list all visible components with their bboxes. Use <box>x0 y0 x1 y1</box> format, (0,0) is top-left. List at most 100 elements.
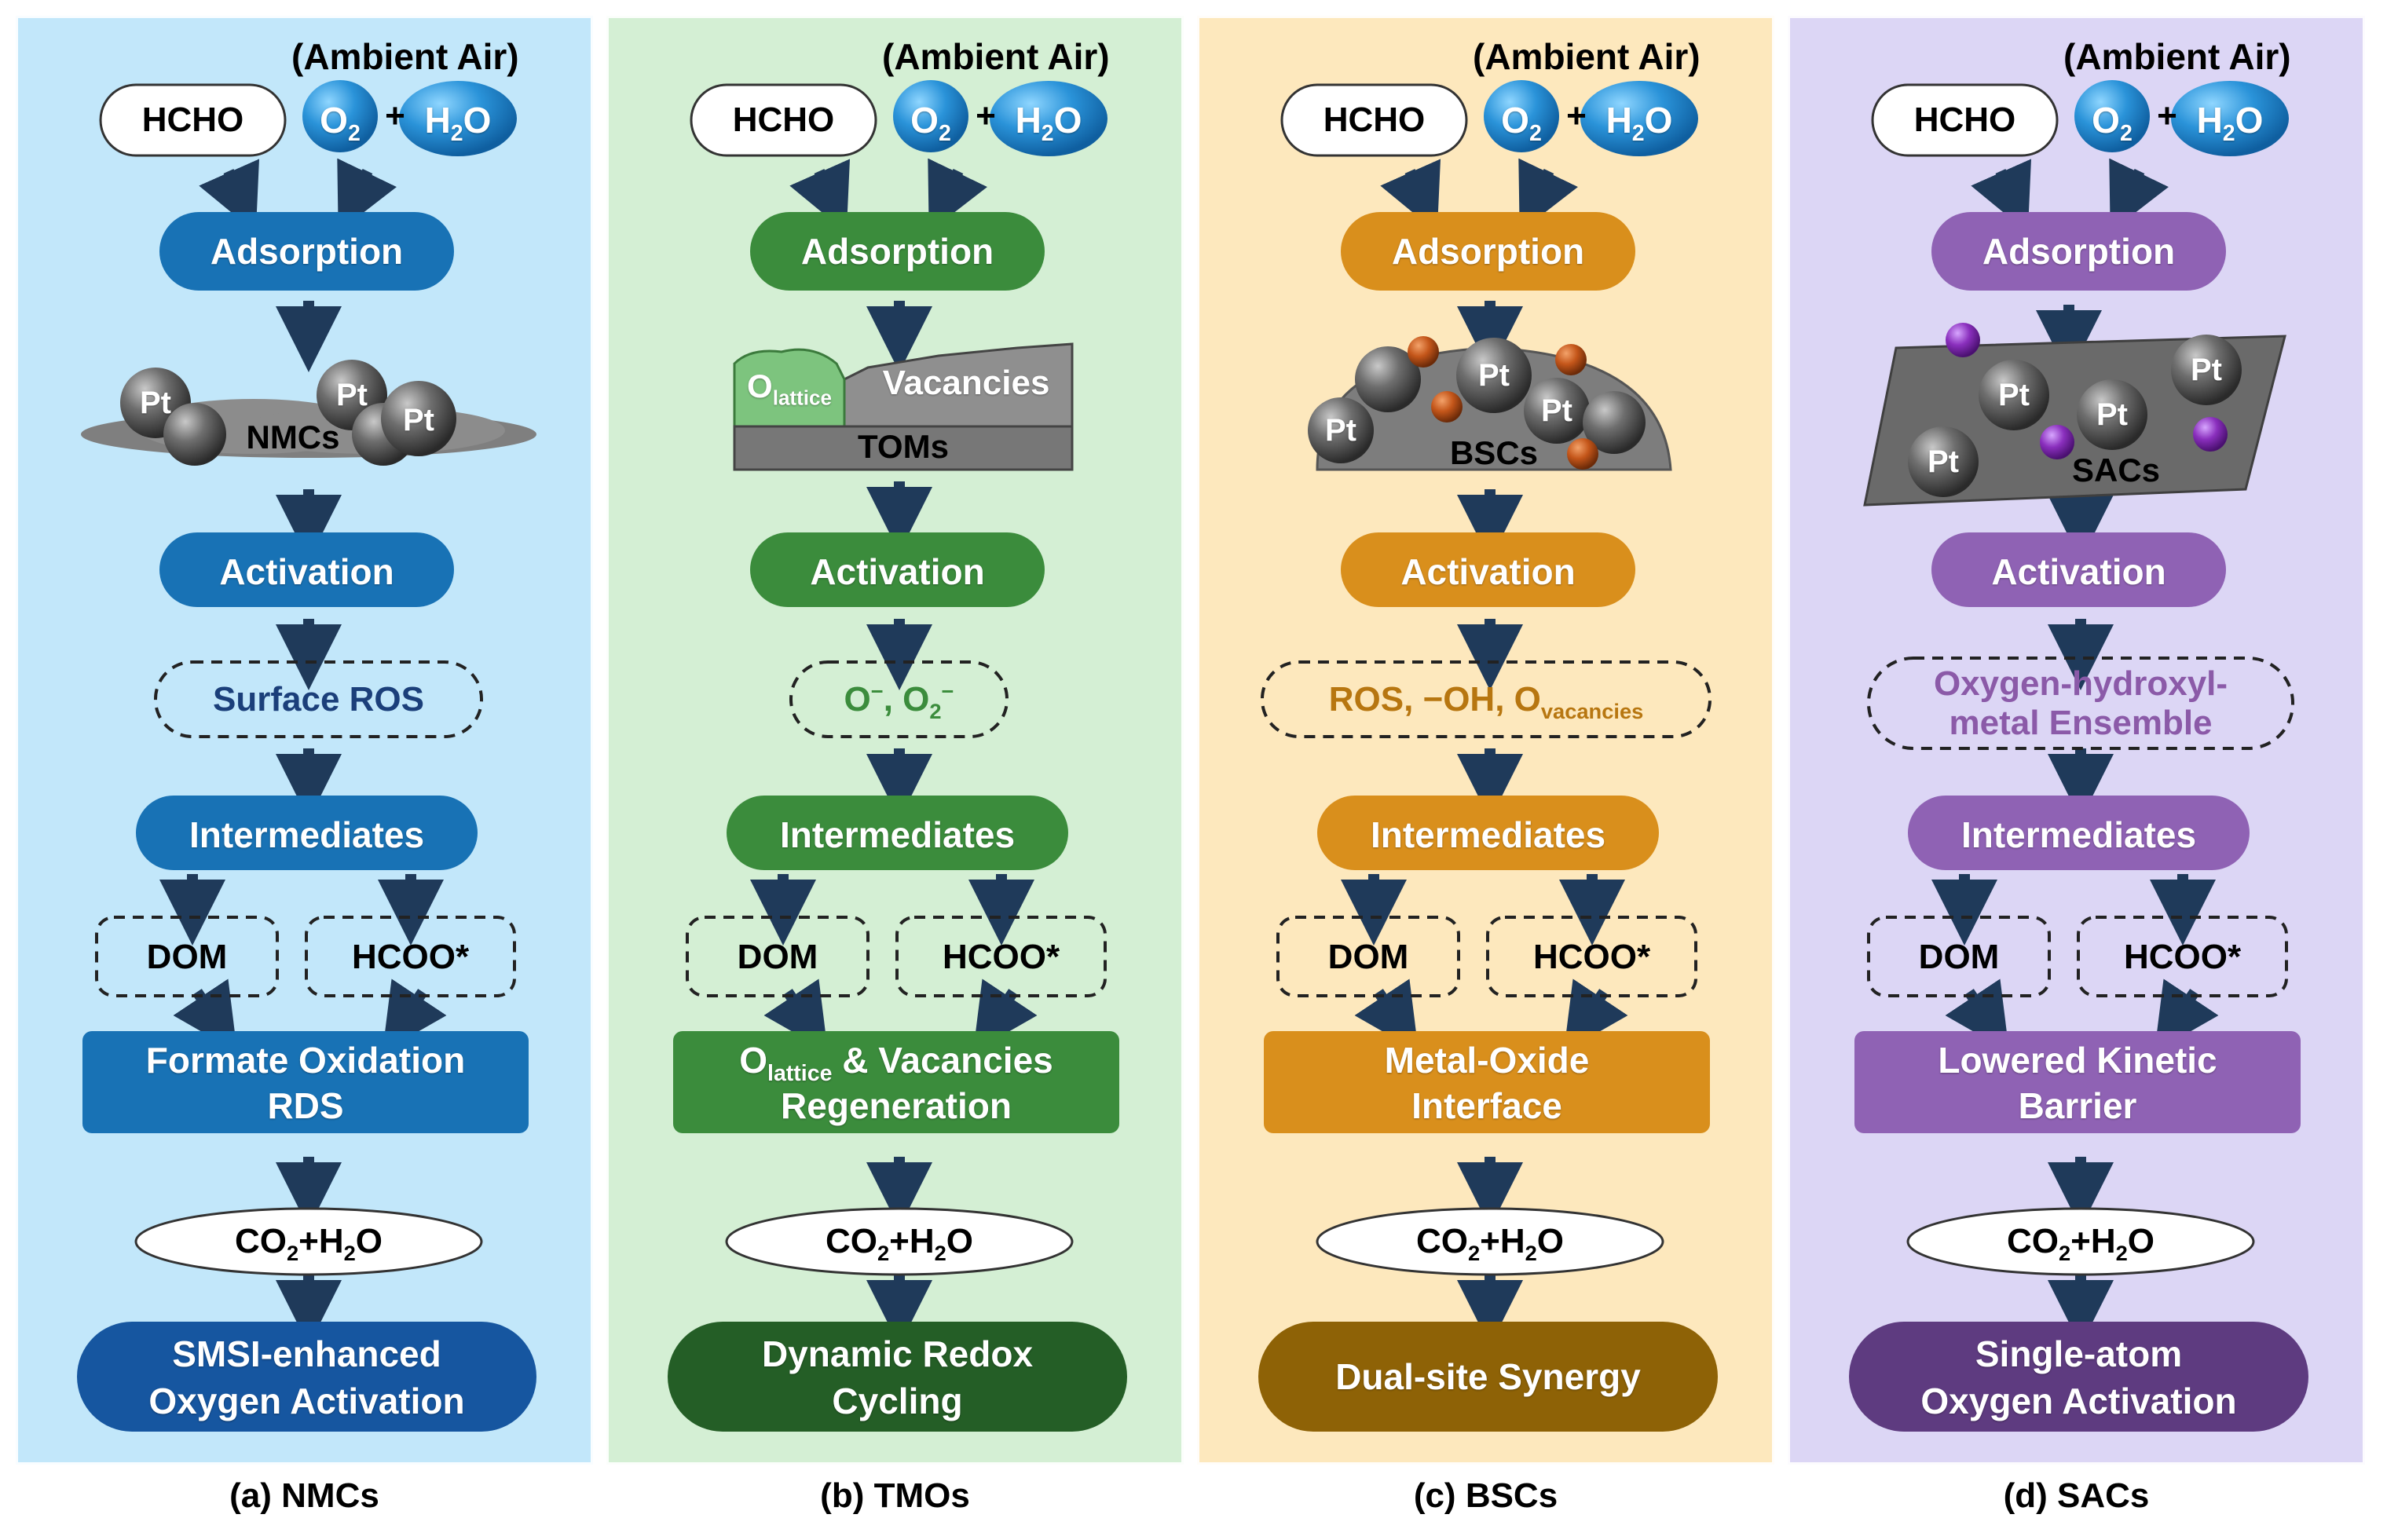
caption-tmos: (b) TMOs <box>820 1476 970 1515</box>
panel-tmos: (Ambient Air) HCHO O2 + H2O Adsorption O… <box>606 16 1184 1465</box>
plus-label: + <box>976 97 996 135</box>
adsorption-label: Adsorption <box>800 231 994 272</box>
pt-label: Pt <box>140 386 171 420</box>
hcoo-box <box>305 916 516 997</box>
o2-label: O2 <box>910 100 951 147</box>
intermediates-label: Intermediates <box>779 814 1016 855</box>
pt-label: Pt <box>2191 353 2222 387</box>
final-label-1: Dynamic Redox <box>761 1333 1034 1374</box>
hcoo-label: HCOO* <box>1532 938 1651 976</box>
h2o-ball <box>399 81 517 156</box>
hcoo-label: HCOO* <box>351 938 470 976</box>
pt-label: Pt <box>1928 444 1959 479</box>
dom-box <box>95 916 279 997</box>
step-label-1: Olattice & Vacancies <box>739 1040 1053 1087</box>
intermediates-label: Intermediates <box>189 814 425 855</box>
pt-label: Pt <box>1998 378 2030 412</box>
panel-bscs: (Ambient Air) HCHO O2 + H2O Adsorption P… <box>1197 16 1774 1465</box>
flow-diagram-nmcs <box>77 80 536 1432</box>
step-label-2: RDS <box>267 1085 344 1126</box>
dom-label: DOM <box>1918 938 2000 976</box>
o2-label: O2 <box>2092 100 2133 147</box>
step-label-2: Barrier <box>2018 1085 2137 1126</box>
caption-nmcs: (a) NMCs <box>229 1476 379 1515</box>
final-label-1: Dual-site Synergy <box>1335 1356 1641 1397</box>
intermediates-label: Intermediates <box>1370 814 1606 855</box>
ambient-air-label: (Ambient Air) <box>2063 36 2291 77</box>
lattice-region <box>733 348 846 432</box>
hcoo-label: HCOO* <box>942 938 1060 976</box>
intermediates-pill <box>136 796 478 870</box>
dom-label: DOM <box>1327 938 1409 976</box>
h2o-label: H2O <box>424 100 492 147</box>
vacancies-label: Vacancies <box>882 364 1050 402</box>
caption-sacs: (d) SACs <box>2003 1476 2150 1515</box>
o2-label: O2 <box>1501 100 1542 147</box>
pt-label: Pt <box>2096 397 2128 432</box>
step-label-1: Metal-Oxide <box>1384 1040 1590 1081</box>
dom-label: DOM <box>146 938 228 976</box>
flow-diagram-tmos <box>668 80 1127 1432</box>
support-label: BSCs <box>1449 434 1539 471</box>
pt-label: Pt <box>403 403 434 437</box>
flow-diagram-sacs <box>1849 80 2308 1432</box>
plus-label: + <box>385 97 405 135</box>
species-label: ROS, −OH, Ovacancies <box>1328 680 1644 723</box>
final-label-2: Cycling <box>832 1381 963 1421</box>
hcho-pill <box>99 83 287 157</box>
plus-label: + <box>1566 97 1587 135</box>
species-label-1: Oxygen-hydroxyl- <box>1933 664 2228 703</box>
activation-pill <box>159 532 454 607</box>
species-label: O−, O2− <box>844 679 954 723</box>
product-label: CO2+H2O <box>825 1222 974 1265</box>
activation-label: Activation <box>810 551 985 592</box>
support-label: SACs <box>2071 452 2161 488</box>
adsorption-label: Adsorption <box>1982 231 2176 272</box>
caption-bscs: (c) BSCs <box>1413 1476 1558 1515</box>
pt-label: Pt <box>1541 393 1572 428</box>
hcho-label: HCHO <box>732 101 835 139</box>
species-box <box>154 660 483 738</box>
h2o-label: H2O <box>1605 100 1673 147</box>
final-label-1: SMSI-enhanced <box>172 1333 441 1374</box>
species-label-2: metal Ensemble <box>1949 704 2213 742</box>
ambient-air-label: (Ambient Air) <box>291 36 519 77</box>
hcho-label: HCHO <box>141 101 244 139</box>
final-pill <box>77 1322 536 1432</box>
step-label-1: Lowered Kinetic <box>1938 1040 2217 1081</box>
ambient-air-label: (Ambient Air) <box>1473 36 1701 77</box>
step-label-2: Interface <box>1411 1085 1562 1126</box>
final-label-2: Oxygen Activation <box>1920 1381 2237 1421</box>
final-label-2: Oxygen Activation <box>148 1381 465 1421</box>
step-label-2: Regeneration <box>781 1085 1012 1126</box>
activation-label: Activation <box>219 551 394 592</box>
hcho-label: HCHO <box>1913 101 2016 139</box>
h2o-label: H2O <box>2196 100 2264 147</box>
h2o-label: H2O <box>1015 100 1082 147</box>
adsorption-pill <box>159 212 454 291</box>
activation-label: Activation <box>1991 551 2166 592</box>
intermediates-label: Intermediates <box>1960 814 2197 855</box>
species-label: Surface ROS <box>213 680 424 719</box>
step-label-1: Formate Oxidation <box>145 1040 466 1081</box>
plus-label: + <box>2157 97 2177 135</box>
flow-diagram-bscs <box>1258 80 1718 1432</box>
support-label: NMCs <box>246 419 340 455</box>
dom-label: DOM <box>737 938 818 976</box>
adsorption-label: Adsorption <box>210 231 404 272</box>
o2-ball <box>302 80 378 152</box>
adsorption-label: Adsorption <box>1391 231 1585 272</box>
product-label: CO2+H2O <box>234 1222 383 1265</box>
panel-sacs: (Ambient Air) HCHO O2 + H2O Adsorption P… <box>1788 16 2365 1465</box>
product-label: CO2+H2O <box>2006 1222 2155 1265</box>
hcoo-label: HCOO* <box>2123 938 2242 976</box>
lattice-label: Olattice <box>747 368 832 410</box>
ambient-air-label: (Ambient Air) <box>882 36 1110 77</box>
pt-label: Pt <box>1478 358 1510 393</box>
activation-label: Activation <box>1400 551 1576 592</box>
product-ellipse <box>134 1207 483 1276</box>
product-label: CO2+H2O <box>1415 1222 1565 1265</box>
pt-label: Pt <box>1325 413 1356 448</box>
support-label: TOMs <box>858 428 949 465</box>
pt-label: Pt <box>336 378 368 412</box>
